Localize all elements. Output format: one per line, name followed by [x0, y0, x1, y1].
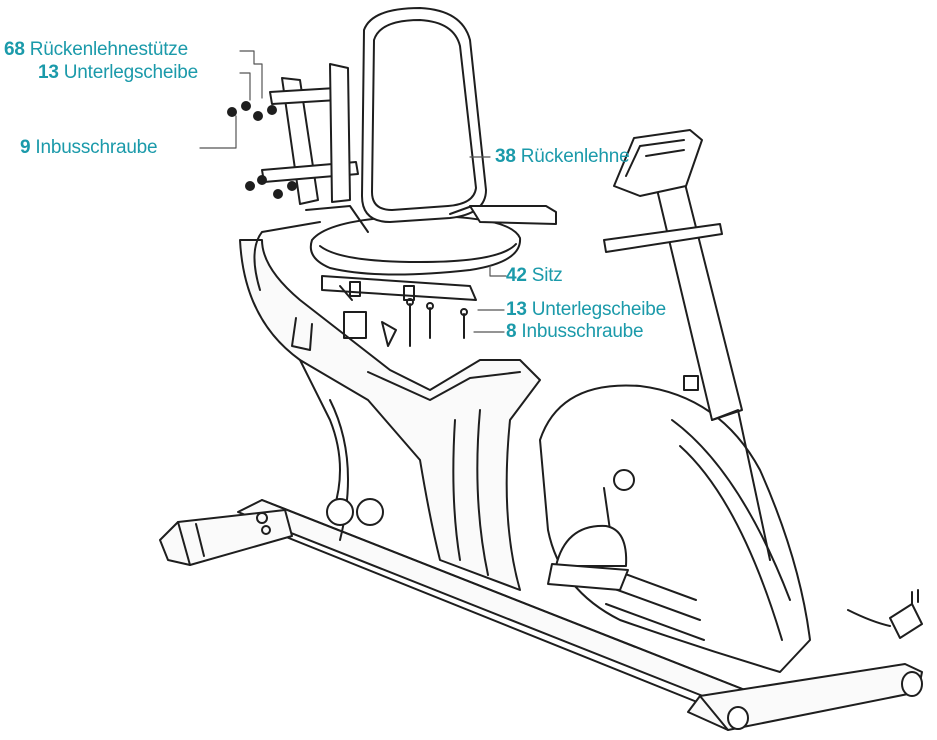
arm-rest	[449, 205, 557, 225]
power-adapter	[847, 589, 923, 639]
callout-label: Unterlegscheibe	[63, 62, 199, 83]
callout-number: 42	[506, 265, 527, 286]
callout-label: Unterlegscheibe	[531, 299, 667, 320]
callout-number: 38	[495, 146, 516, 167]
callout-number: 8	[506, 321, 517, 342]
callout-number: 9	[20, 137, 31, 158]
callout-number: 68	[4, 39, 25, 60]
callout-label: Sitz	[531, 265, 563, 286]
backrest-pad	[361, 7, 487, 223]
seat-rail	[321, 275, 477, 347]
callout-label: Inbusschraube	[521, 321, 644, 342]
flywheel-housing	[539, 384, 811, 673]
callout-number: 13	[506, 299, 527, 320]
seat-handle	[291, 311, 367, 351]
front-stabilizer	[687, 663, 923, 731]
callout-label: Rückenlehne	[520, 146, 630, 167]
backrest-support	[261, 63, 369, 233]
rear-stabilizer	[159, 509, 293, 566]
pedal	[547, 487, 629, 591]
callout-label: Inbusschraube	[35, 137, 158, 158]
console-mast	[603, 155, 771, 561]
leader-lines	[199, 50, 507, 333]
seat-body	[239, 221, 541, 591]
callout-number: 13	[38, 62, 59, 83]
console	[613, 129, 703, 197]
seat-cushion	[309, 215, 522, 276]
callout-label: Rückenlehnestütze	[29, 39, 188, 60]
loose-bolts	[227, 101, 297, 199]
